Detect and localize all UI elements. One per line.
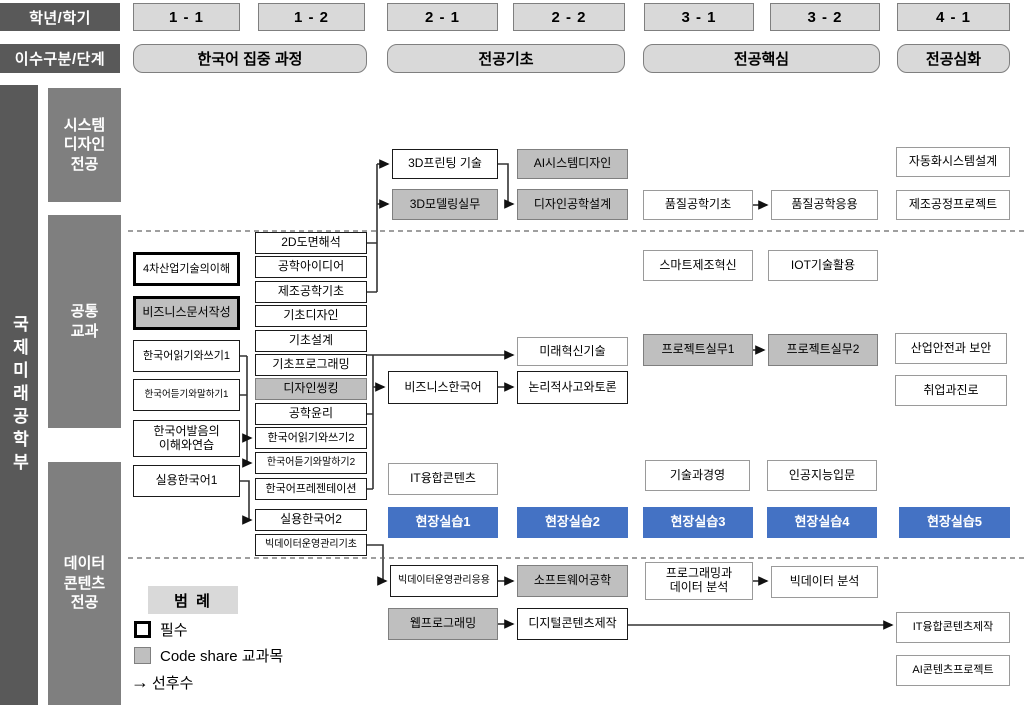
section-system-design: 시스템 디자인 전공 [48,88,121,202]
course-basicdesign: 기초디자인 [255,305,367,327]
course-aisystem: AI시스템디자인 [517,149,628,179]
course-draw2d: 2D도면해석 [255,232,367,254]
semester-box-3-1: 3 - 1 [644,3,754,31]
course-krread2: 한국어읽기와쓰기2 [255,427,367,449]
course-bizdoc: 비즈니스문서작성 [133,296,240,330]
course-aicontentproj: AI콘텐츠프로젝트 [896,655,1010,686]
course-bigdataapp: 빅데이터운영관리응용 [390,565,498,597]
course-mfgbasic: 제조공학기초 [255,281,367,303]
semester-box-1-2: 1 - 2 [258,3,365,31]
course-engidea: 공학아이디어 [255,256,367,278]
course-field4: 현장실습4 [767,507,877,538]
semester-box-3-2: 3 - 2 [770,3,880,31]
legend-codeshare-label: Code share 교과목 [160,648,284,665]
course-modeling3d: 3D모델링실무 [392,189,498,220]
course-swe: 소프트웨어공학 [517,565,628,597]
course-project2: 프로젝트실무2 [768,334,878,366]
course-krlisten1: 한국어듣기와말하기1 [133,379,240,411]
course-krread1: 한국어읽기와쓰기1 [133,340,240,372]
course-mfgproject: 제조공정프로젝트 [896,190,1010,220]
course-itcontentmake: IT융합콘텐츠제작 [896,612,1010,643]
course-krprac1: 실용한국어1 [133,465,240,497]
legend-required-swatch-icon [134,621,151,638]
legend-codeshare-swatch-icon [134,647,151,664]
course-krpresent: 한국어프레젠테이션 [255,478,367,500]
semester-box-4-1: 4 - 1 [897,3,1010,31]
course-quality2: 품질공학응용 [771,190,878,220]
course-aiintro: 인공지능입문 [767,460,877,491]
course-tech4th: 4차산업기술의이해 [133,252,240,286]
legend-prerequisite-label: 선후수 [152,675,194,692]
stage-box-0: 한국어 집중 과정 [133,44,367,73]
course-autosys: 자동화시스템설계 [896,147,1010,177]
course-project1: 프로젝트실무1 [643,334,753,366]
semester-box-2-1: 2 - 1 [387,3,498,31]
course-logic: 논리적사고와토론 [517,371,628,404]
course-designthink: 디자인씽킹 [255,378,367,400]
course-futuretech: 미래혁신기술 [517,337,628,366]
course-bizkorean: 비즈니스한국어 [388,371,498,404]
course-smartmfg: 스마트제조혁신 [643,250,753,281]
course-engethics: 공학윤리 [255,403,367,425]
stage-box-3: 전공심화 [897,44,1010,73]
course-basicsetup: 기초설계 [255,330,367,352]
course-field1: 현장실습1 [388,507,498,538]
legend-title: 범 례 [148,586,238,614]
stage-box-2: 전공핵심 [643,44,880,73]
faculty-label: 국제미래공학부 [0,85,38,705]
course-safety: 산업안전과 보안 [895,333,1007,364]
course-designeng: 디자인공학설계 [517,189,628,220]
course-webprog: 웹프로그래밍 [388,608,498,640]
year-semester-header: 학년/학기 [0,3,120,31]
course-printing3d: 3D프린팅 기술 [392,149,498,179]
course-bigdataanal: 빅데이터 분석 [771,566,878,598]
course-krlisten2: 한국어듣기와말하기2 [255,452,367,474]
course-krprac2: 실용한국어2 [255,509,367,531]
course-itcontents: IT융합콘텐츠 [388,463,498,495]
course-basicprog: 기초프로그래밍 [255,354,367,376]
course-field3: 현장실습3 [643,507,753,538]
course-field2: 현장실습2 [517,507,628,538]
course-krpron: 한국어발음의 이해와연습 [133,420,240,457]
semester-box-2-2: 2 - 2 [513,3,625,31]
course-bigdatabasic: 빅데이터운영관리기초 [255,534,367,556]
course-digitalcontent: 디지털콘텐츠제작 [517,608,628,640]
section-data-contents: 데이터 콘텐츠 전공 [48,462,121,705]
semester-box-1-1: 1 - 1 [133,3,240,31]
course-field5: 현장실습5 [899,507,1010,538]
course-career: 취업과진로 [895,375,1007,406]
course-iot: IOT기술활용 [768,250,878,281]
section-common: 공통 교과 [48,215,121,428]
legend-required-label: 필수 [160,622,188,639]
stage-header: 이수구분/단계 [0,44,120,73]
course-progdata: 프로그래밍과 데이터 분석 [645,562,753,600]
stage-box-1: 전공기초 [387,44,625,73]
course-quality1: 품질공학기초 [643,190,753,220]
course-techmgmt: 기술과경영 [645,460,750,491]
legend-prerequisite-arrow-icon: → [131,672,149,692]
